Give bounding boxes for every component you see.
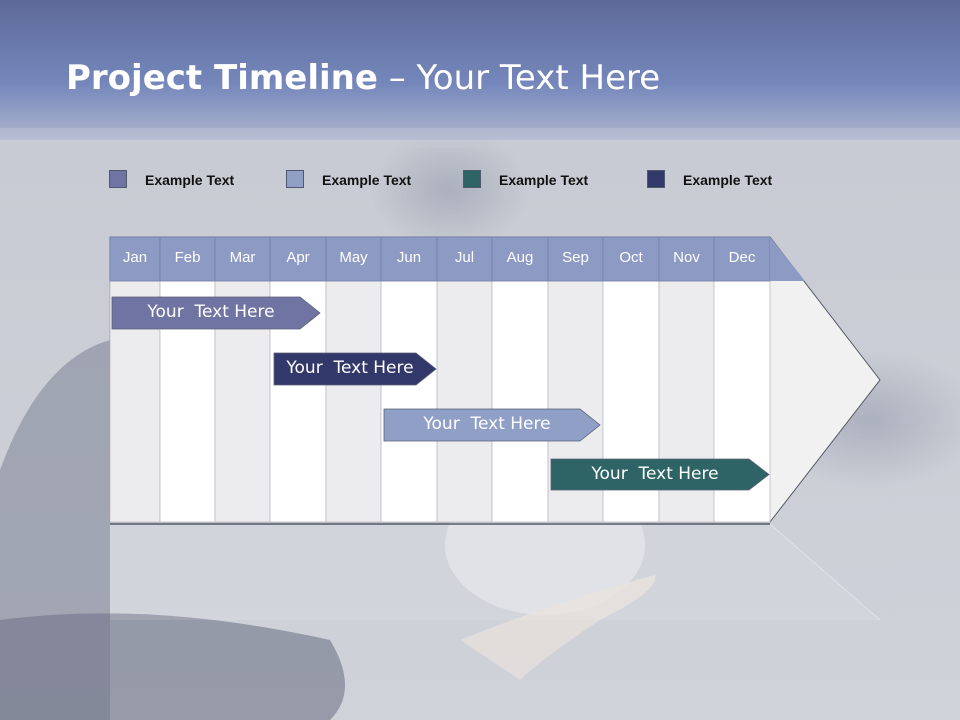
- month-label-feb: Feb: [174, 249, 201, 266]
- legend-label-2: Example Text: [322, 172, 412, 188]
- month-label-jun: Jun: [396, 249, 422, 266]
- month-header-mar: [214, 236, 271, 282]
- month-label-mar: Mar: [229, 249, 256, 266]
- month-label-oct: Oct: [619, 249, 643, 266]
- month-label-dec: Dec: [728, 249, 756, 266]
- month-column-jul: [436, 280, 493, 523]
- legend-swatch-4: [647, 170, 665, 188]
- month-column-aug: [491, 280, 549, 523]
- month-label-sep: Sep: [562, 249, 589, 266]
- month-label-jul: Jul: [454, 249, 475, 266]
- legend-label-4: Example Text: [683, 172, 773, 188]
- task-arrow-2: [273, 352, 437, 386]
- month-header-dec: [713, 236, 771, 282]
- legend-swatch-3: [463, 170, 481, 188]
- title-bold: Project Timeline: [66, 58, 378, 98]
- month-label-may: May: [339, 249, 368, 266]
- task-arrow-4: [550, 458, 770, 491]
- month-column-may: [325, 280, 382, 523]
- legend-label-3: Example Text: [499, 172, 589, 188]
- legend-swatch-1: [109, 170, 127, 188]
- month-header-sep: [547, 236, 604, 282]
- month-header-jun: [380, 236, 438, 282]
- title-rest: – Your Text Here: [377, 58, 661, 98]
- task-label-3: Your Text Here: [423, 414, 551, 434]
- month-label-nov: Nov: [673, 249, 700, 266]
- legend-swatch-2: [286, 170, 304, 188]
- task-arrow-1: [111, 296, 321, 330]
- page-title: Project Timeline – Your Text Here: [66, 58, 660, 98]
- month-label-apr: Apr: [286, 249, 310, 266]
- legend-label-1: Example Text: [145, 172, 235, 188]
- month-label-jan: Jan: [122, 249, 148, 266]
- month-header-apr: [269, 236, 327, 282]
- task-label-1: Your Text Here: [147, 302, 275, 322]
- month-header-feb: [159, 236, 216, 282]
- task-label-4: Your Text Here: [591, 463, 719, 484]
- month-label-aug: Aug: [506, 249, 534, 266]
- task-arrow-3: [383, 408, 601, 442]
- month-column-jun: [380, 280, 438, 523]
- task-label-2: Your Text Here: [286, 358, 414, 378]
- month-header-aug: [491, 236, 549, 282]
- month-header-may: [325, 236, 382, 282]
- arrow-header-tip: [770, 237, 805, 281]
